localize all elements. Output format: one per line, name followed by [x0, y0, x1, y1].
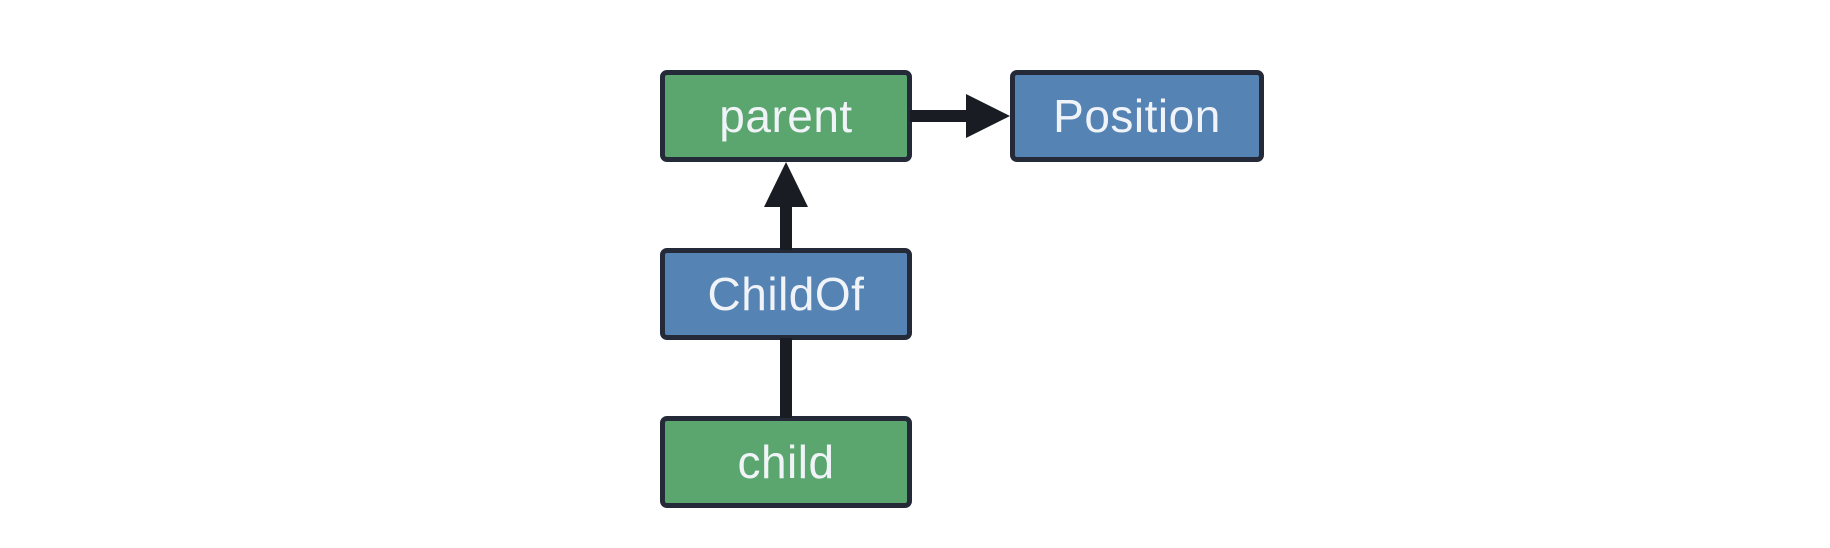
edge-childof-to-parent-shaft [780, 204, 792, 250]
arrowhead-right-icon [966, 94, 1010, 138]
node-child: child [660, 416, 912, 508]
node-childof: ChildOf [660, 248, 912, 340]
edge-child-to-childof-line [780, 338, 792, 418]
node-position: Position [1010, 70, 1264, 162]
node-position-label: Position [1053, 90, 1221, 142]
node-childof-label: ChildOf [707, 268, 865, 320]
node-child-label: child [737, 436, 835, 488]
node-parent: parent [660, 70, 912, 162]
edge-parent-to-position-shaft [910, 110, 970, 122]
node-parent-label: parent [719, 90, 853, 142]
arrowhead-up-icon [764, 162, 808, 207]
